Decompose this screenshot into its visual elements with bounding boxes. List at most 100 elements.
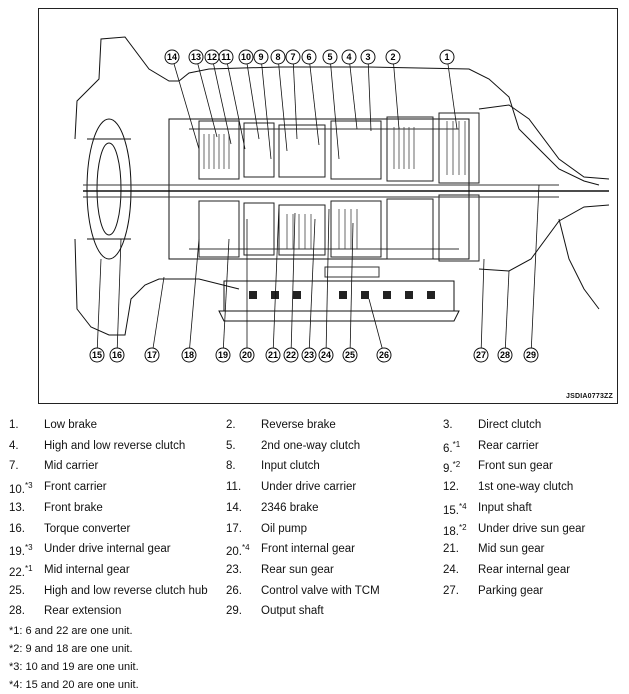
callout-5-label: 5 [327, 52, 332, 62]
callout-8-leader-line [277, 56, 288, 152]
callout-5-circle [322, 49, 338, 65]
callout-28-label: 28 [500, 350, 510, 360]
callout-24-label: 24 [321, 350, 331, 360]
legend-item-name: Rear carrier [478, 439, 539, 452]
callout-3-leader-line [367, 56, 372, 132]
legend-item-name: Rear internal gear [478, 563, 571, 576]
callout-13-leader-line [195, 56, 218, 138]
unit-note: *1: 6 and 22 are one unit. [9, 625, 133, 637]
legend-item-name: Front carrier [44, 481, 107, 494]
callout-15-circle [89, 347, 105, 363]
callout-20-label: 20 [242, 350, 252, 360]
legend-item-footnote-mark: *3 [25, 481, 33, 491]
callout-17-label: 17 [147, 350, 157, 360]
callout-12-leader-line [211, 56, 232, 145]
callout-7-leader-line [292, 56, 298, 140]
callout-13-circle [188, 49, 204, 65]
callout-25-circle [342, 347, 358, 363]
callout-14-leader-line [171, 56, 200, 150]
legend-item-number: 22.*1 [9, 563, 33, 579]
legend-item-name: Front sun gear [478, 460, 553, 473]
callout-23-label: 23 [304, 350, 314, 360]
callout-11-label: 11 [221, 52, 231, 62]
legend-item-number: 14. [226, 501, 242, 514]
legend-item-name: 1st one-way clutch [478, 481, 574, 494]
figure-code: JSDIA0773ZZ [566, 393, 613, 400]
callout-4-circle [341, 49, 357, 65]
legend-item-number: 19.*3 [9, 543, 33, 559]
legend-item-footnote-mark: *3 [25, 543, 33, 553]
callout-9-circle [253, 49, 269, 65]
legend-item-number: 12. [443, 481, 459, 494]
callout-10-label: 10 [241, 52, 251, 62]
legend-item-number: 9.*2 [443, 460, 461, 476]
legend-item-name: High and low reverse clutch hub [44, 584, 208, 597]
callout-18-leader-line [188, 238, 200, 356]
legend-item-name: Input shaft [478, 501, 532, 514]
legend-item-number: 20.*4 [226, 543, 250, 559]
callout-28-leader-line [504, 270, 510, 356]
legend-item-number: 2. [226, 419, 236, 431]
callout-16-leader-line [116, 238, 122, 356]
legend-item-number: 23. [226, 563, 242, 576]
legend-item-number: 17. [226, 522, 242, 535]
legend-item-name: Control valve with TCM [261, 584, 380, 597]
unit-note: *3: 10 and 19 are one unit. [9, 661, 139, 673]
callout-6-circle [301, 49, 317, 65]
callout-2-label: 2 [390, 52, 395, 62]
callout-7-circle [285, 49, 301, 65]
callout-10-circle [238, 49, 254, 65]
legend-item-number: 21. [443, 543, 459, 556]
callout-1-circle [439, 49, 455, 65]
unit-note: *2: 9 and 18 are one unit. [9, 643, 133, 655]
legend-item-footnote-mark: *2 [459, 522, 467, 532]
legend-item-footnote-mark: *1 [25, 563, 33, 573]
callout-22-label: 22 [286, 350, 296, 360]
callout-22-leader-line [290, 212, 296, 356]
callout-9-label: 9 [258, 52, 263, 62]
legend-item-name: Under drive sun gear [478, 522, 586, 535]
callout-20-circle [239, 347, 255, 363]
legend-item-name: Output shaft [261, 605, 324, 618]
callout-24-leader-line [325, 208, 330, 356]
legend-item-name: Front internal gear [261, 543, 355, 556]
legend-item-name: Direct clutch [478, 419, 542, 431]
legend-item-number: 13. [9, 501, 25, 514]
legend-item-name: 2346 brake [261, 501, 319, 514]
callout-16-circle [109, 347, 125, 363]
callout-17-circle [144, 347, 160, 363]
callout-2-leader-line [392, 56, 400, 130]
callout-19-label: 19 [218, 350, 228, 360]
callout-26-label: 26 [379, 350, 389, 360]
legend-item-name: Under drive internal gear [44, 543, 171, 556]
legend-item-number: 4. [9, 439, 19, 452]
callout-27-circle [473, 347, 489, 363]
legend-item-name: Rear extension [44, 605, 122, 618]
callout-8-label: 8 [275, 52, 280, 62]
callout-4-leader-line [348, 56, 358, 130]
callout-26-circle [376, 347, 392, 363]
legend-item-number: 28. [9, 605, 25, 618]
callout-18-circle [181, 347, 197, 363]
callout-23-circle [301, 347, 317, 363]
callout-29-leader-line [530, 184, 540, 356]
legend-item-name: Mid internal gear [44, 563, 130, 576]
legend-item-number: 27. [443, 584, 459, 597]
legend-item-name: Oil pump [261, 522, 308, 535]
legend-item-name: 2nd one-way clutch [261, 439, 361, 452]
legend-item-name: Front brake [44, 501, 103, 514]
callout-3-circle [360, 49, 376, 65]
callout-3-label: 3 [365, 52, 370, 62]
callout-2-circle [385, 49, 401, 65]
legend-item-number: 7. [9, 460, 19, 473]
callout-19-leader-line [222, 238, 230, 356]
legend-item-name: Input clutch [261, 460, 320, 473]
legend-item-number: 5. [226, 439, 236, 452]
legend-item-number: 1. [9, 419, 19, 431]
callout-17-leader-line [151, 276, 165, 356]
